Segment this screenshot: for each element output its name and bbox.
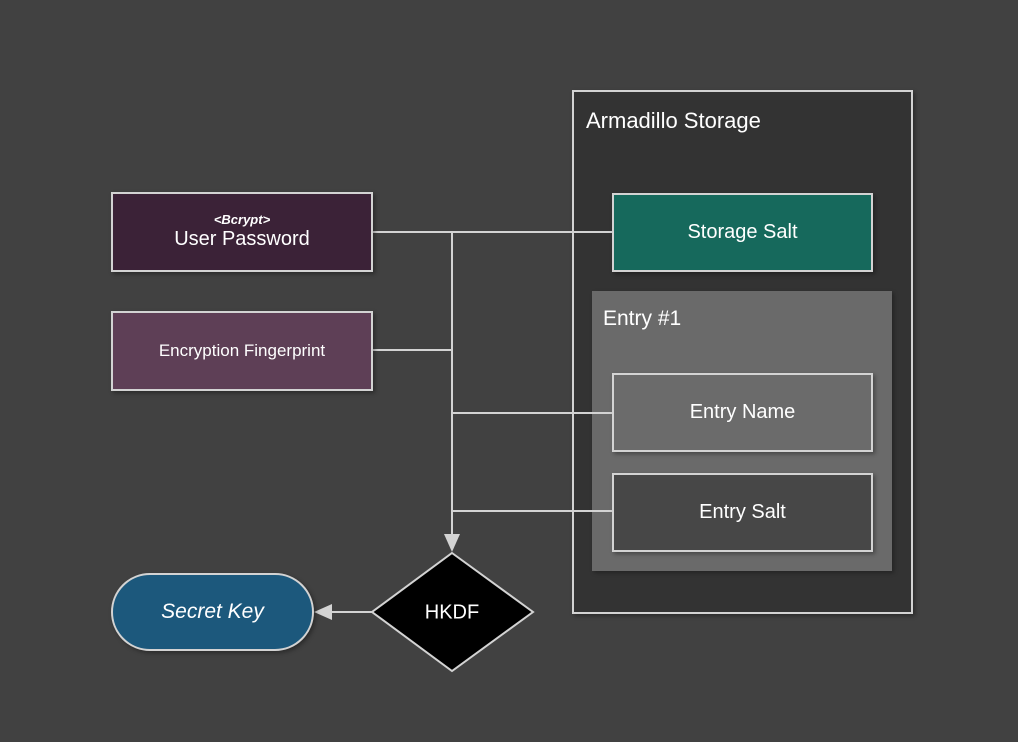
hkdf-diamond — [370, 551, 535, 673]
user-password-algorithm-label: <Bcrypt> — [213, 211, 271, 227]
arrow-head-into-secret-key — [314, 604, 332, 620]
entry-salt-label: Entry Salt — [699, 501, 786, 523]
storage-salt-label: Storage Salt — [687, 221, 798, 243]
entry-1-title: Entry #1 — [603, 307, 682, 330]
node-storage-salt[interactable]: Storage Salt — [612, 193, 873, 272]
arrow-head-into-hkdf — [444, 534, 460, 552]
user-password-label: User Password — [174, 228, 310, 251]
node-secret-key[interactable]: Secret Key — [111, 573, 314, 651]
node-encryption-fingerprint[interactable]: Encryption Fingerprint — [111, 311, 373, 391]
node-entry-name[interactable]: Entry Name — [612, 373, 873, 452]
secret-key-label: Secret Key — [161, 599, 264, 623]
armadillo-storage-title: Armadillo Storage — [586, 108, 761, 133]
hkdf-label: HKDF — [425, 601, 479, 623]
node-user-password[interactable]: <Bcrypt> User Password — [111, 192, 373, 272]
entry-name-label: Entry Name — [689, 401, 796, 423]
encryption-fingerprint-label: Encryption Fingerprint — [158, 341, 326, 361]
node-entry-salt[interactable]: Entry Salt — [612, 473, 873, 552]
